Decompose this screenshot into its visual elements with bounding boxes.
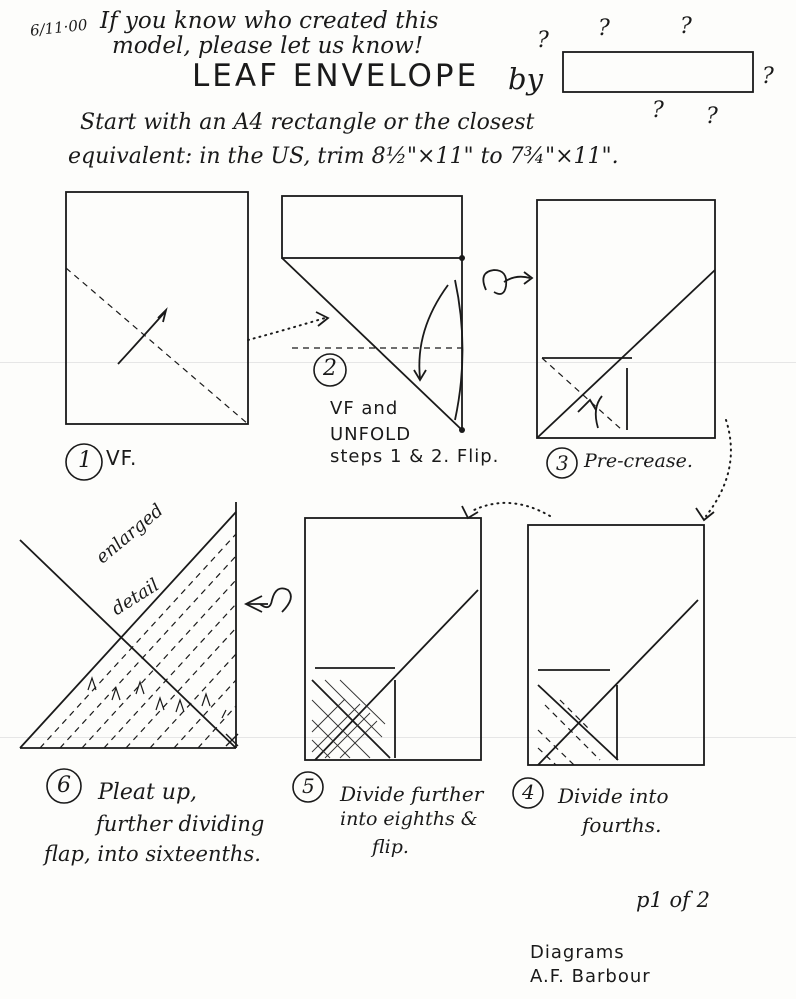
step-number-circle [313,353,347,387]
question-mark: ? [537,28,549,53]
step-2-number: 2 [323,356,337,381]
credit-line-1: Diagrams [530,942,625,963]
question-mark: ? [706,104,718,129]
fold-arrow-icon [594,395,603,429]
step-5-caption-line-1: Divide further [340,782,484,806]
step-transition-arrow [705,419,732,517]
step-number-circle [512,777,544,809]
step-4-caption-line-2: fourths. [582,813,662,837]
step-6-caption-line-1: Pleat up, [98,780,198,805]
page-number: p1 of 2 [636,888,710,912]
unknown-creator-box [562,51,754,93]
step-4-caption-line-1: Divide into [558,784,669,808]
step-number-circle [46,768,82,804]
step-6-diagram [19,502,239,749]
step-number-circle [292,771,324,803]
step-2-diagram [281,195,465,433]
notice-line-1: If you know who created this [100,8,439,34]
step-2-caption-line-3: steps 1 & 2. Flip. [330,446,500,467]
step-3-diagram [536,199,716,439]
step-number-circle [546,447,578,479]
step-2-caption-line-1: VF and [330,398,399,419]
step-5-number: 5 [302,774,315,798]
fold-arrow-icon [418,284,449,379]
step-5-diagram [304,517,482,761]
credit-line-2: A.F. Barbour [530,966,651,987]
step-3-caption: Pre-crease. [584,450,693,472]
step-5-caption-line-3: flip. [372,836,409,858]
step-6-number: 6 [57,773,71,798]
step-transition-arrow [469,502,551,517]
step-4-number: 4 [522,780,535,804]
step-3-number: 3 [556,451,569,475]
question-mark: ? [680,14,692,39]
paper-fold-line [0,737,796,738]
fold-arrow-icon [117,311,166,365]
step-5-caption-line-2: into eighths & [340,808,478,830]
question-mark: ? [762,64,774,89]
step-transition-arrow [247,317,326,341]
step-2-caption-line-2: UNFOLD [330,424,412,445]
notice-line-2: model, please let us know! [112,33,424,59]
step-6-caption-line-3: flap, into sixteenths. [44,842,261,866]
flip-over-icon [482,269,534,295]
step-number-circle [65,443,103,481]
step-6-caption-line-2: further dividing [96,812,265,836]
step-1-number: 1 [78,448,92,473]
question-mark: ? [598,16,610,41]
model-title: LEAF ENVELOPE [192,58,480,94]
rotate-arrow-icon [243,587,292,613]
step-1-caption: VF. [106,446,138,470]
intro-line-2: equivalent: in the US, trim 8½"×11" to 7… [68,144,619,169]
step-1-diagram [65,191,249,425]
intro-line-1: Start with an A4 rectangle or the closes… [80,110,535,135]
by-label: by [508,62,543,96]
step-4-diagram [527,524,705,766]
paper-fold-line [0,362,796,363]
question-mark: ? [652,98,664,123]
